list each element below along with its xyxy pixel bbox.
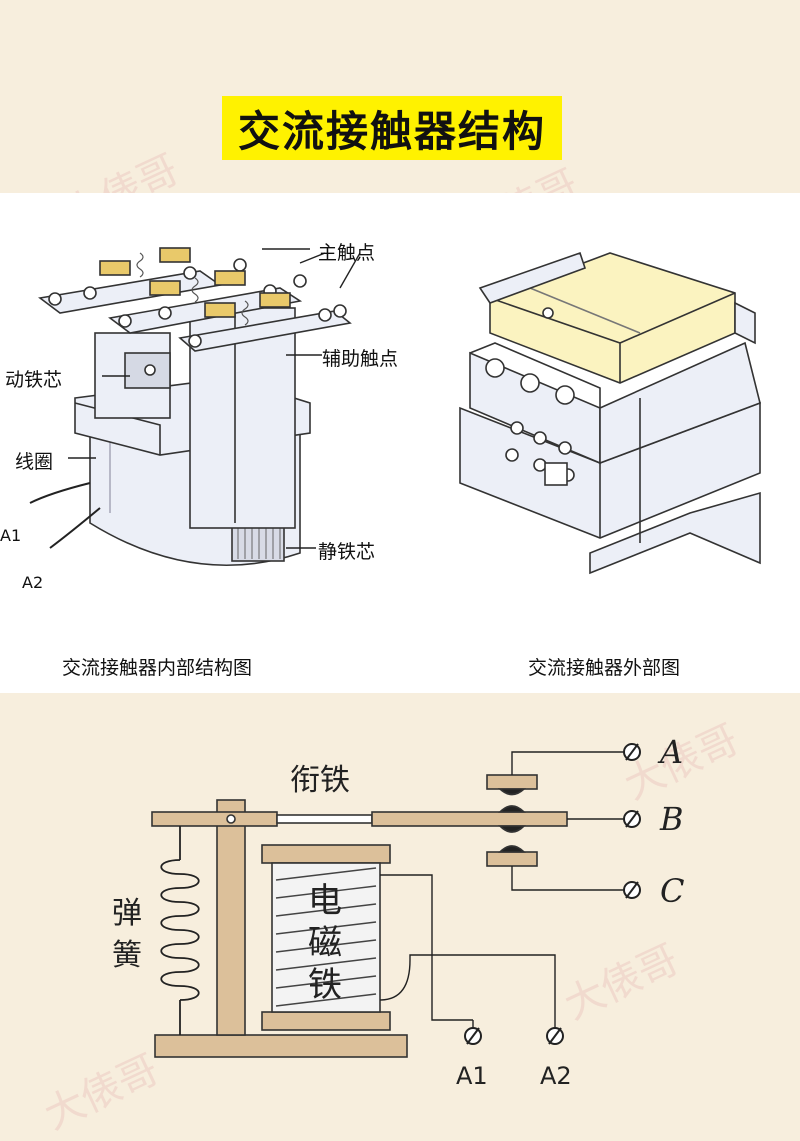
spring	[160, 826, 200, 1035]
armature-pivot	[226, 814, 236, 824]
label-aux-contact: 辅助触点	[322, 348, 399, 370]
page-title: 交流接触器结构	[222, 96, 562, 160]
armature-left	[151, 811, 278, 827]
relay-base	[154, 1034, 408, 1058]
contactor-illustrations	[29, 247, 761, 575]
label-static-core: 静铁芯	[318, 541, 376, 563]
magnet-top-cap	[261, 844, 391, 864]
label-coil: 线圈	[15, 451, 54, 473]
upper-contact-bar	[486, 774, 538, 790]
main-contacts	[99, 247, 291, 318]
label-electromagnet: 电磁铁	[308, 881, 342, 1005]
lower-contact-points	[498, 825, 526, 853]
label-armature: 衔铁	[290, 763, 350, 798]
contactor-figures-panel: 主触点 辅助触点 动铁芯 线圈 静铁芯 A1 A2 交流接触器内部结构图 交流接…	[0, 193, 800, 693]
upper-contact-points	[497, 788, 527, 813]
caption-external: 交流接触器外部图	[528, 657, 681, 679]
magnet-bottom-cap	[261, 1011, 391, 1031]
caption-internal: 交流接触器内部结构图	[62, 657, 253, 679]
label-a1: A1	[0, 526, 22, 545]
terminal-b: B	[660, 800, 684, 838]
contact-arm-3	[178, 310, 352, 352]
terminal-a: A	[660, 733, 684, 771]
lower-contact-bar	[486, 851, 538, 867]
relay-post	[216, 799, 246, 1036]
armature-right	[371, 811, 568, 827]
label-moving-core: 动铁芯	[5, 369, 63, 391]
watermark: 大俵哥	[37, 1046, 166, 1139]
watermark: 大俵哥	[557, 936, 686, 1029]
external-view-drawing	[459, 251, 761, 575]
internal-structure-drawing	[29, 247, 352, 566]
label-spring: 弹簧	[112, 896, 142, 973]
label-main-contact: 主触点	[318, 242, 376, 264]
terminal-a1: A1	[456, 1062, 488, 1090]
terminal-c: C	[660, 872, 685, 910]
label-a2: A2	[22, 573, 44, 592]
armature-link	[276, 814, 373, 824]
terminal-a2: A2	[540, 1062, 572, 1090]
